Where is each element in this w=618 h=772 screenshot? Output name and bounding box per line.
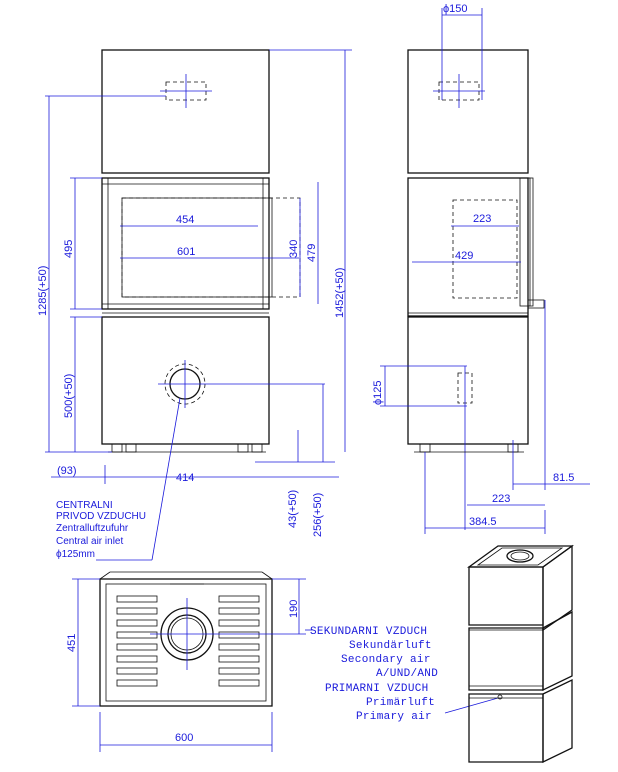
dim-base-height: 500(+50) xyxy=(63,374,75,418)
side-feet xyxy=(414,443,524,453)
legend-line7: Primary air xyxy=(356,711,432,723)
side-glass xyxy=(452,199,518,299)
dim-side-glass-outer: 429 xyxy=(455,250,473,262)
dim-top-inlet-offset: 190 xyxy=(288,600,300,618)
side-view: ϕ150 223 429 ϕ125 81.5 223 384.5 xyxy=(372,3,590,534)
top-dimension-labels: 451 600 190 xyxy=(66,600,300,744)
front-view: 1452(+50) 1285(+50) 495 500(+50) 454 601… xyxy=(37,49,352,561)
legend-line3: Secondary air xyxy=(341,654,431,666)
top-grille-left xyxy=(116,595,158,687)
iso-base-stage xyxy=(468,678,573,764)
side-dimension-labels: ϕ150 223 429 ϕ125 81.5 223 384.5 xyxy=(372,3,574,528)
dim-door-height: 495 xyxy=(63,240,75,258)
side-flue-outlet xyxy=(433,74,485,108)
isometric-view xyxy=(466,544,575,764)
dim-inlet-height: 256(+50) xyxy=(312,493,324,537)
dim-glass-height-inner: 340 xyxy=(288,240,300,258)
inlet-note-line5: ϕ125mm xyxy=(56,549,95,560)
dim-total-height: 1452(+50) xyxy=(334,268,346,318)
front-glass xyxy=(121,197,301,298)
air-legend: SEKUNDARNI VZDUCH Sekundärluft Secondary… xyxy=(305,626,499,723)
dim-top-depth: 451 xyxy=(66,634,78,652)
top-flue-outlet xyxy=(150,598,224,670)
front-outline xyxy=(101,49,270,445)
dim-flue-diameter: ϕ150 xyxy=(443,3,468,15)
front-dimension-lines xyxy=(45,49,352,561)
dim-glass-width-outer: 601 xyxy=(177,246,195,258)
legend-line1: SEKUNDARNI VZDUCH xyxy=(310,626,427,638)
front-dimension-labels: 1452(+50) 1285(+50) 495 500(+50) 454 601… xyxy=(37,214,346,537)
dim-glass-height-outer: 479 xyxy=(306,244,318,262)
inlet-note-line3: Zentralluftzufuhr xyxy=(56,523,129,534)
side-air-inlet xyxy=(457,366,473,530)
dim-side-inlet-diameter: ϕ125 xyxy=(372,380,384,405)
front-feet xyxy=(108,443,266,453)
iso-top-stage xyxy=(466,544,575,632)
legend-line5: PRIMARNI VZDUCH xyxy=(325,683,429,695)
legend-line2: Sekundärluft xyxy=(349,640,432,652)
dim-side-right-offset: 81.5 xyxy=(553,472,574,484)
legend-line4: A/UND/AND xyxy=(376,668,438,680)
front-air-inlet xyxy=(158,360,325,408)
dim-side-total-depth: 384.5 xyxy=(469,516,497,528)
dim-left-offset: (93) xyxy=(57,465,77,477)
front-flue-outlet xyxy=(160,74,212,108)
iso-door-stage xyxy=(468,610,573,692)
dim-glass-width-inner: 454 xyxy=(176,214,194,226)
dim-top-width: 600 xyxy=(175,732,193,744)
dim-side-glass-inner: 223 xyxy=(473,213,491,225)
dim-to-inlet-top: 1285(+50) xyxy=(37,266,49,316)
dim-feet-height: 43(+50) xyxy=(287,490,299,528)
side-outline xyxy=(407,49,545,445)
top-grille-right xyxy=(218,595,260,687)
dim-side-inlet-offset: 223 xyxy=(492,493,510,505)
inlet-note-line1: CENTRALNI xyxy=(56,500,113,511)
top-outline xyxy=(99,571,273,707)
legend-line6: Primärluft xyxy=(366,697,435,709)
top-dimension-lines xyxy=(72,578,306,752)
dim-inlet-offset: 414 xyxy=(176,472,194,484)
inlet-note-line2: PRIVOD VZDUCHU xyxy=(56,511,146,522)
side-dimension-lines xyxy=(380,8,590,534)
central-inlet-note: CENTRALNI PRIVOD VZDUCHU Zentralluftzufu… xyxy=(56,500,146,560)
inlet-note-line4: Central air inlet xyxy=(56,536,123,547)
top-view: 451 600 190 xyxy=(66,571,306,752)
